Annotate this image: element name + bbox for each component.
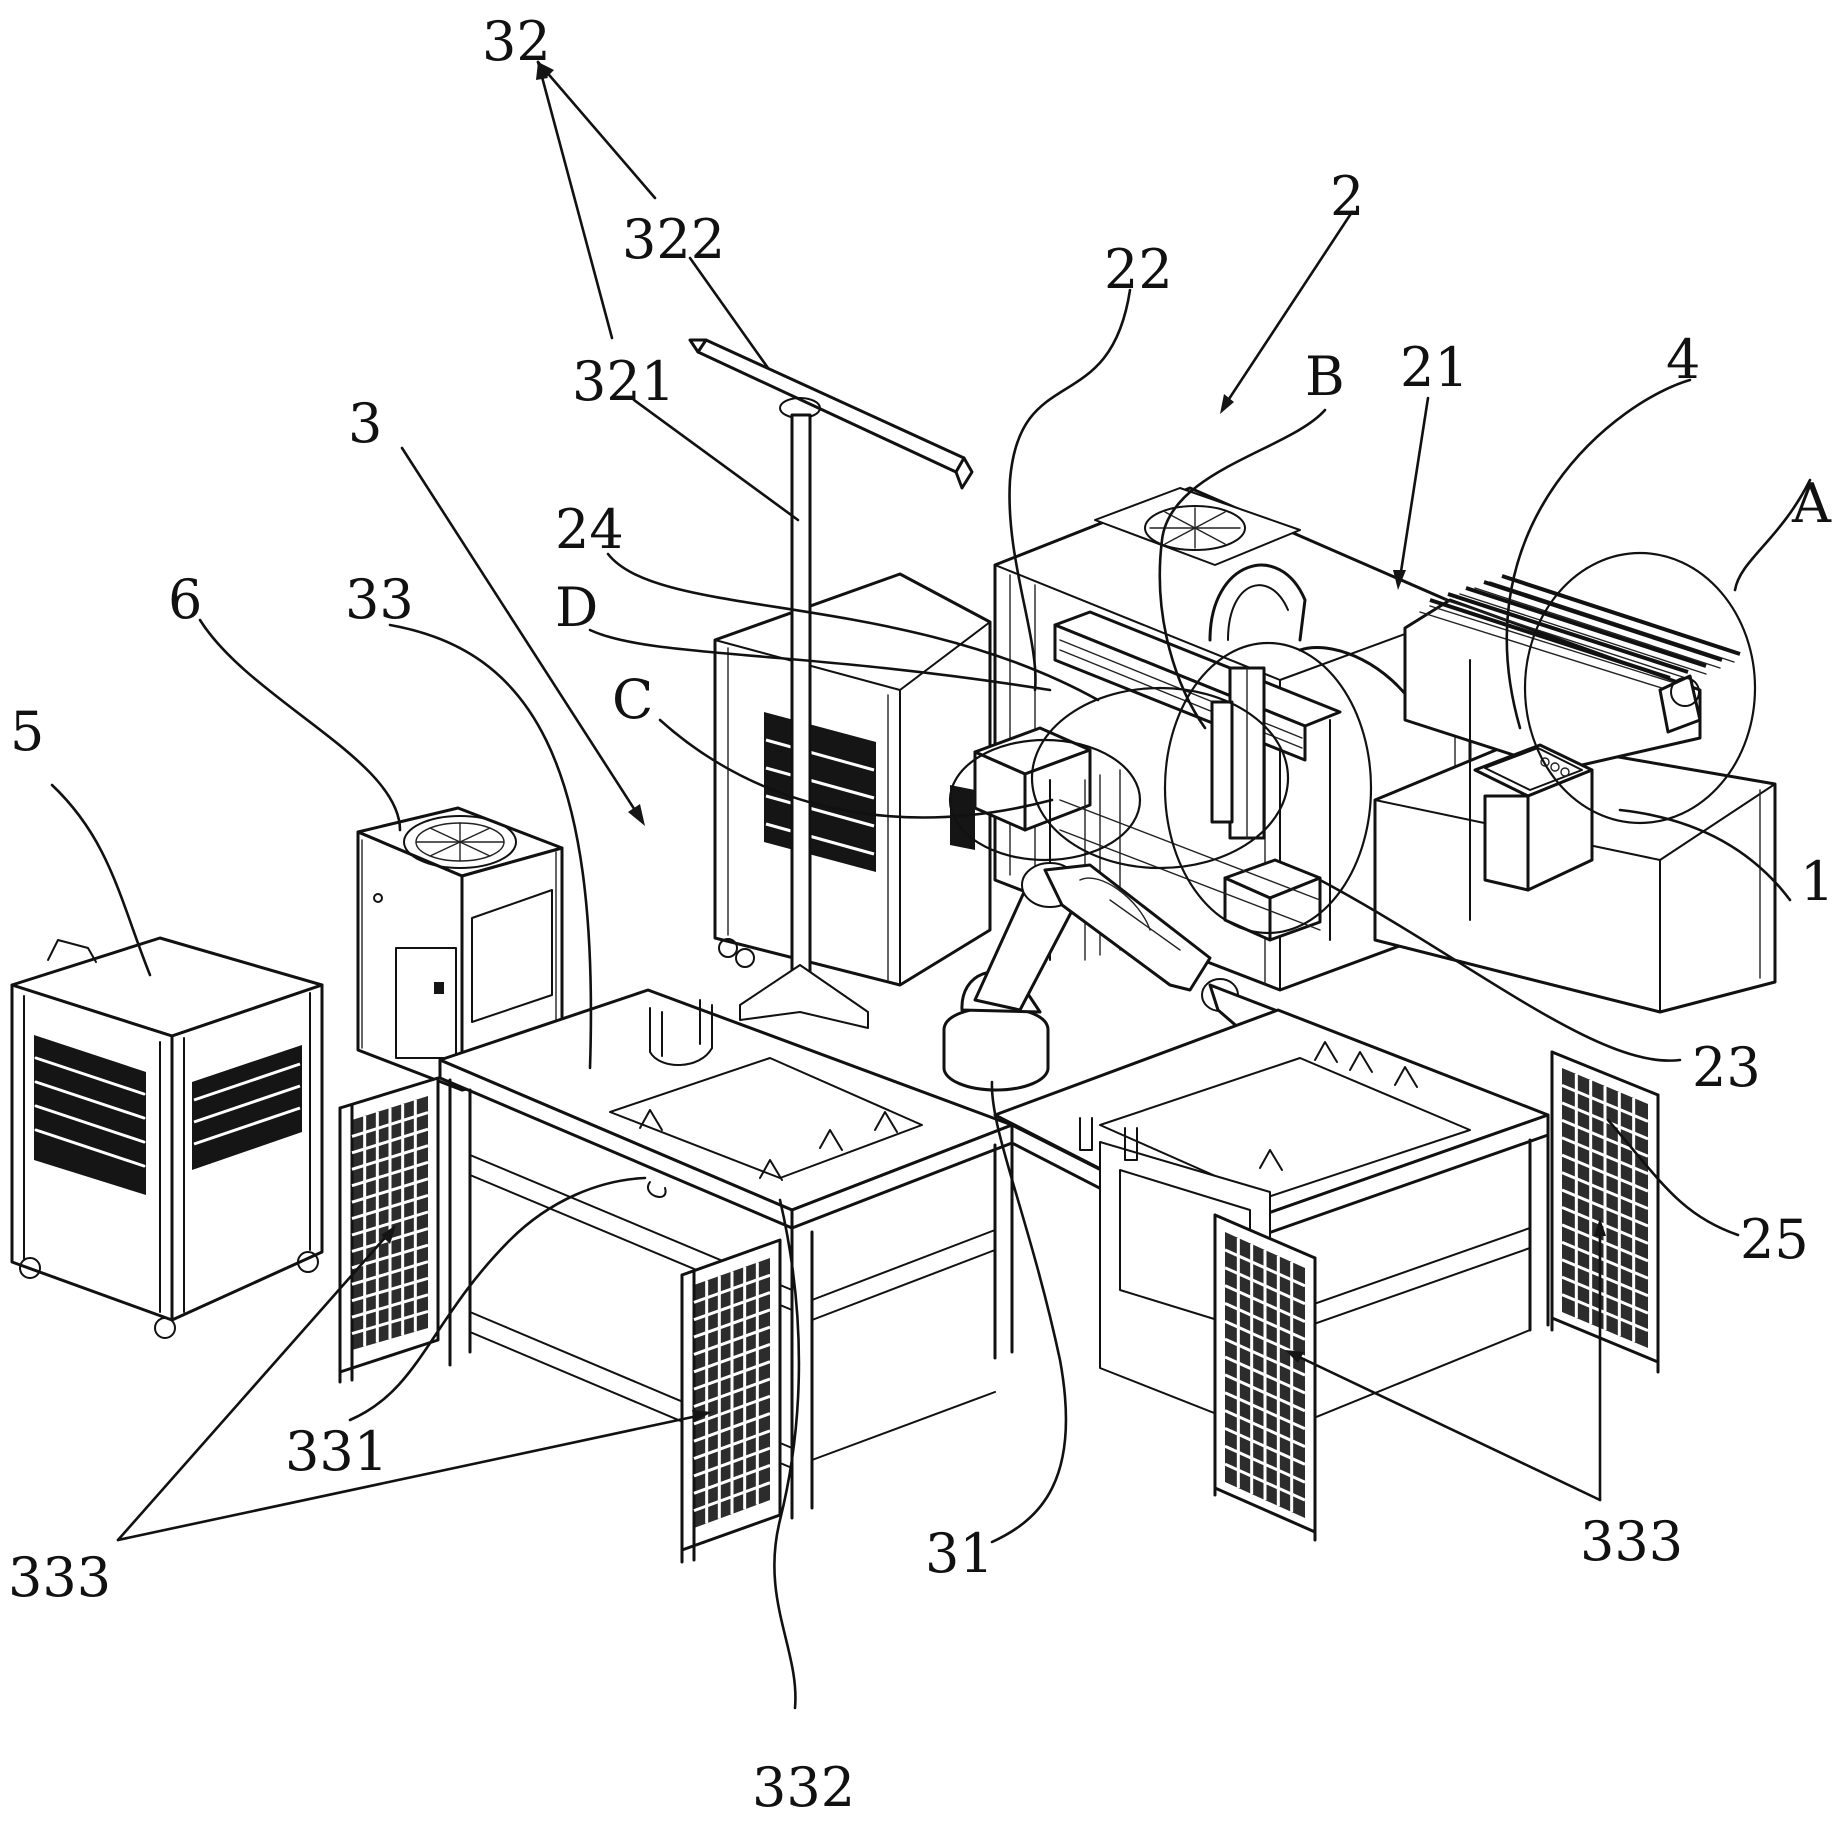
mesh-grid-lines [351,1074,1649,1524]
callout-circle-D [1030,686,1290,870]
reference-labels: 32 322 321 2 22 B 21 4 A 3 24 D C 6 33 5… [8,10,1834,1819]
label-32: 32 [482,10,551,73]
left-table [438,988,1014,1520]
label-D: D [555,576,598,639]
label-333-right: 333 [1580,1510,1683,1573]
back-cabinet [713,572,992,987]
label-C: C [612,668,653,731]
label-2: 2 [1330,165,1364,228]
label-21: 21 [1400,336,1469,399]
label-A: A [1791,472,1832,535]
label-25: 25 [1740,1208,1809,1271]
label-23: 23 [1692,1036,1761,1099]
label-22: 22 [1104,238,1173,301]
label-31: 31 [925,1522,994,1585]
label-1: 1 [1800,850,1834,913]
label-6: 6 [168,568,202,631]
label-333-left: 333 [8,1546,111,1609]
label-321: 321 [572,350,675,413]
label-3: 3 [348,392,382,455]
label-331: 331 [285,1420,388,1483]
robot-31 [942,862,1283,1092]
label-4: 4 [1666,328,1700,391]
label-5: 5 [10,700,44,763]
label-33: 33 [345,568,414,631]
callout-circle-A [1523,551,1757,825]
label-322: 322 [622,208,725,271]
right-table [993,1008,1550,1482]
leader-lines [50,60,1812,1710]
light-stand-32 [688,338,974,1029]
cabinet-5 [10,936,324,1339]
label-332: 332 [752,1756,855,1819]
label-B: B [1305,345,1345,408]
machine-2 [950,486,1472,992]
label-24: 24 [555,498,624,561]
callout-circle-B [1163,641,1373,935]
